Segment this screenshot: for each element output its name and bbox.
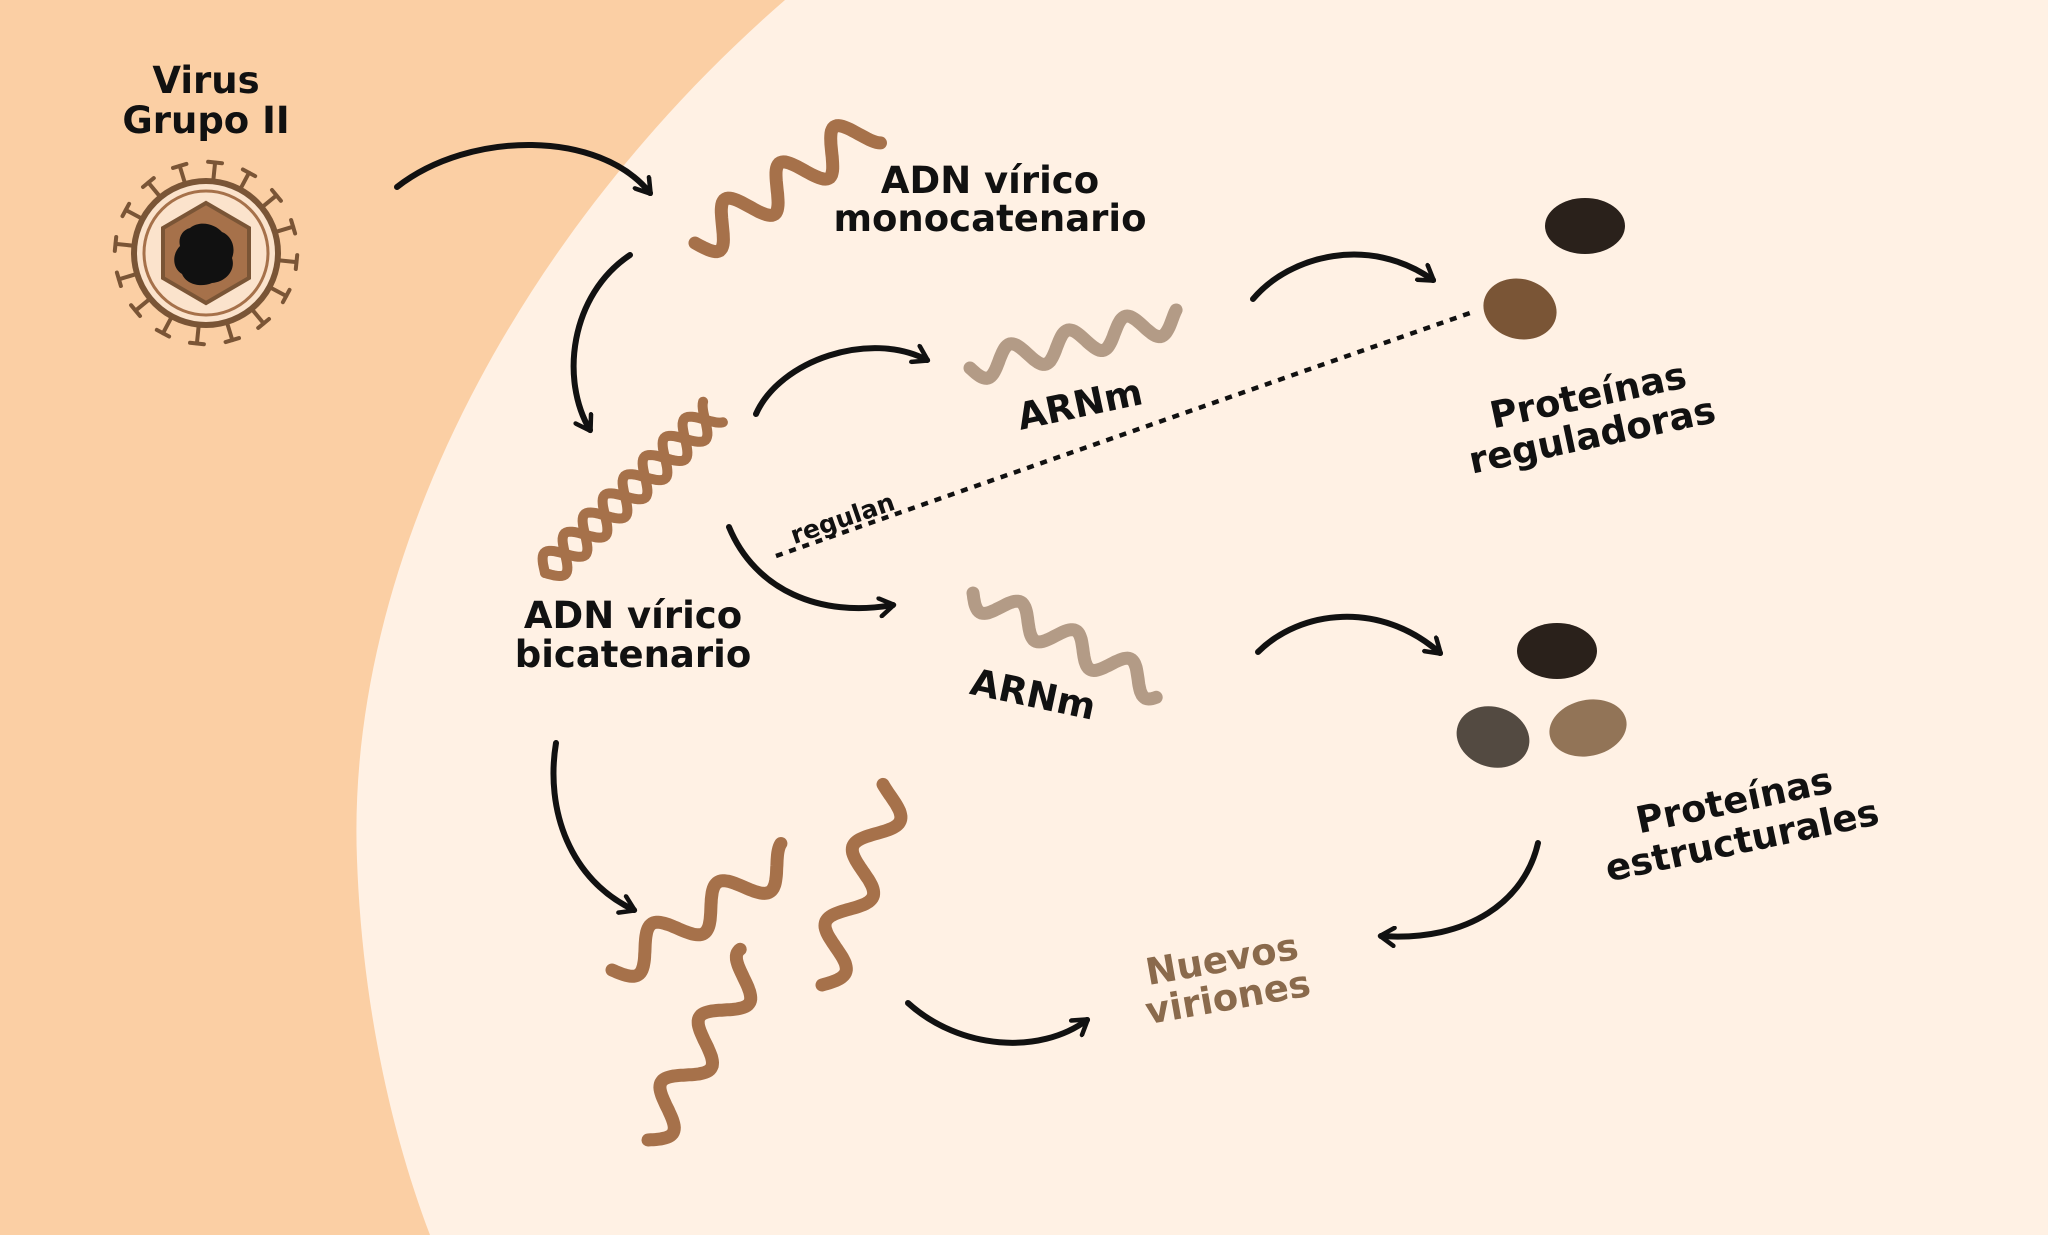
- single-strand-dna-icon: [815, 777, 908, 992]
- cell-cytoplasm: [356, 0, 2048, 1235]
- regulation-dotted-line: [775, 310, 1471, 559]
- single-strand-dna-icon: [605, 837, 788, 983]
- genome-copy-arrow: [550, 740, 634, 910]
- translation-arrow-top: [1250, 251, 1433, 302]
- regulatory-proteins: [1483, 198, 1625, 340]
- virus-title-line2: Grupo II: [122, 99, 289, 142]
- protein-blob-icon: [1483, 278, 1557, 340]
- dsdna-label-line2: bicatenario: [515, 633, 752, 676]
- virus-particle-icon: [112, 159, 300, 347]
- translation-arrow-bottom: [1255, 613, 1443, 656]
- transcription-arrow-bottom: [726, 524, 893, 608]
- single-strand-dna-icon: [688, 119, 887, 259]
- ssdna-label-line2: monocatenario: [833, 197, 1146, 240]
- process-arrows: [394, 142, 1541, 1046]
- structural-proteins: [1456, 623, 1627, 768]
- ssdna-label-line1: ADN vírico: [881, 159, 1099, 202]
- assembly-arrow-proteins: [1381, 840, 1541, 937]
- assembly-arrow-dna: [905, 1000, 1087, 1046]
- dsdna-label-line1: ADN vírico: [524, 594, 742, 637]
- mrna-strand-icon: [966, 586, 1163, 706]
- replication-arrow: [570, 252, 633, 430]
- progeny-dna-strands: [605, 777, 908, 1147]
- entry-arrow: [394, 142, 653, 193]
- mrna-strand-icon: [963, 303, 1183, 385]
- virus-title-line1: Virus: [152, 59, 259, 102]
- transcription-arrow-top: [753, 348, 927, 417]
- protein-blob-icon: [1549, 699, 1627, 757]
- double-helix-dna-icon: [537, 396, 728, 582]
- protein-blob-icon: [1517, 623, 1597, 679]
- protein-blob-icon: [1456, 706, 1530, 768]
- protein-blob-icon: [1545, 198, 1625, 254]
- single-strand-dna-icon: [641, 942, 758, 1147]
